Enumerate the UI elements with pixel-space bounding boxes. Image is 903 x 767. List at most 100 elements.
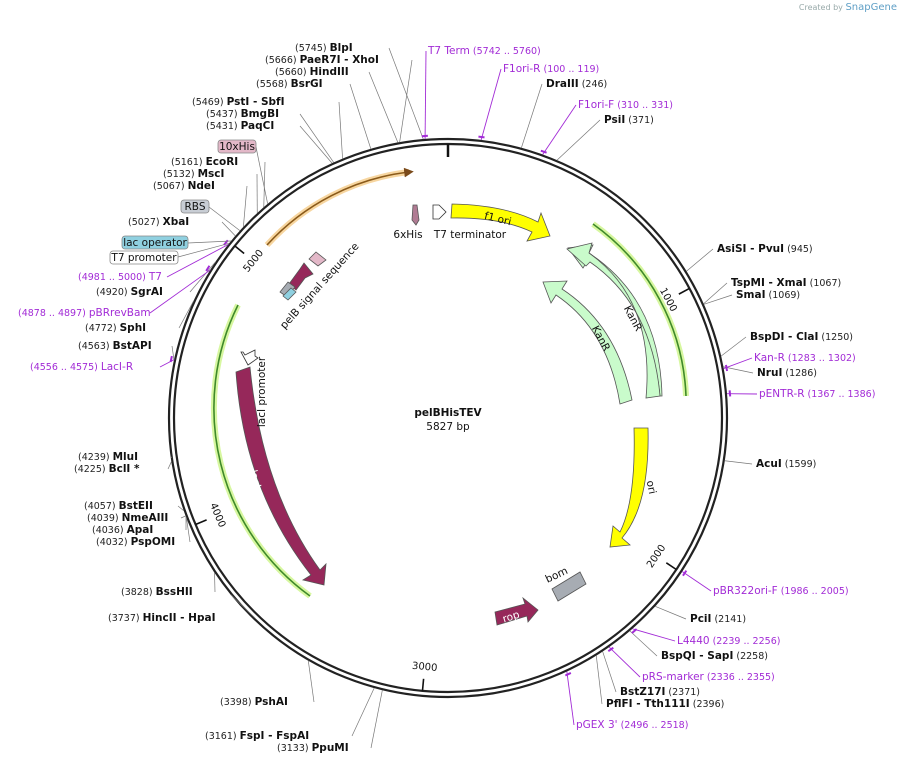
enzyme-site[interactable]: PflFI - Tth111I (2396) [606, 698, 724, 710]
primer-range: (5742 .. 5760) [470, 46, 541, 57]
enzyme-site[interactable]: (4057) BstEII [84, 500, 153, 512]
feature-lac-operator-mark [282, 287, 297, 301]
primer-label[interactable]: F1ori-R (100 .. 119) [503, 63, 599, 75]
box-leader [177, 242, 230, 258]
feature-6xhis[interactable] [411, 204, 420, 226]
primer-range: (310 .. 331) [614, 100, 673, 111]
enzyme-site[interactable]: TspMI - XmaI (1067) [731, 277, 841, 289]
enzyme-name: BstZ17I [620, 686, 665, 698]
primer-range: (4556 .. 4575) [30, 362, 101, 373]
primer-range: (1367 .. 1386) [805, 389, 876, 400]
enzyme-site[interactable]: (4032) PspOMI [96, 536, 175, 548]
enzyme-position: (2258) [733, 651, 768, 662]
primer-name: L4440 [677, 635, 710, 647]
enzyme-leader [299, 113, 334, 163]
primer-label[interactable]: T7 Term (5742 .. 5760) [427, 45, 541, 57]
enzyme-position: (4239) [78, 452, 113, 463]
feature-t7-terminator[interactable] [432, 204, 447, 220]
feature-laci[interactable] [235, 366, 327, 586]
primer-label[interactable]: Kan-R (1283 .. 1302) [754, 352, 856, 364]
enzyme-leader [351, 687, 375, 737]
enzyme-site[interactable]: (5437) BmgBI [206, 108, 279, 120]
enzyme-name: BssHII [156, 586, 193, 598]
enzyme-site[interactable]: (3828) BssHII [121, 586, 193, 598]
enzyme-name: PsiI [604, 114, 625, 126]
enzyme-site[interactable]: (4039) NmeAIII [87, 512, 168, 524]
enzyme-site[interactable]: (5469) PstI - SbfI [192, 96, 285, 108]
enzyme-site[interactable]: (4036) ApaI [92, 524, 153, 536]
enzyme-site[interactable]: BspQI - SapI (2258) [661, 650, 768, 662]
feature-f1-ori[interactable] [450, 203, 551, 242]
enzyme-position: (4563) [78, 341, 113, 352]
enzyme-site[interactable]: (5027) XbaI [128, 216, 189, 228]
enzyme-site[interactable]: (5067) NdeI [153, 180, 215, 192]
primer-label[interactable]: (4556 .. 4575) LacI-R [30, 361, 133, 373]
brand-name: SnapGene [845, 2, 897, 13]
enzyme-leader [349, 83, 372, 149]
primer-label[interactable]: pENTR-R (1367 .. 1386) [759, 388, 875, 400]
enzyme-site[interactable]: DraIII (246) [546, 78, 607, 90]
enzyme-position: (5666) [265, 55, 300, 66]
primer-label[interactable]: F1ori-F (310 .. 331) [578, 99, 673, 111]
enzyme-site[interactable]: PciI (2141) [690, 613, 746, 625]
enzyme-site[interactable]: (3133) PpuMI [277, 742, 349, 754]
enzyme-site[interactable]: (5745) BlpI [295, 42, 353, 54]
primer-leader [166, 244, 229, 278]
enzyme-site[interactable]: (3161) FspI - FspAI [205, 730, 309, 742]
enzyme-site[interactable]: (5660) HindIII [275, 66, 349, 78]
enzyme-position: (5027) [128, 217, 163, 228]
enzyme-site[interactable]: (4772) SphI [85, 322, 146, 334]
enzyme-site[interactable]: (4239) MluI [78, 451, 138, 463]
enzyme-site[interactable]: PsiI (371) [604, 114, 654, 126]
enzyme-leader [221, 221, 236, 237]
enzyme-site[interactable]: (4563) BstAPI [78, 340, 152, 352]
feature-pelb[interactable] [288, 262, 314, 291]
enzyme-name-2: - XmaI [765, 277, 807, 289]
enzyme-site[interactable]: BspDI - ClaI (1250) [750, 331, 853, 343]
enzyme-site[interactable]: (5132) MscI [163, 168, 224, 180]
enzyme-site[interactable]: BstZ17I (2371) [620, 686, 700, 698]
primer-leader [723, 357, 753, 369]
enzyme-leader [167, 461, 172, 470]
enzyme-site[interactable]: NruI (1286) [757, 367, 817, 379]
enzyme-site[interactable]: (5568) BsrGI [256, 78, 323, 90]
box-label-10xhis: 10xHis [219, 141, 255, 153]
enzyme-position: (4057) [84, 501, 119, 512]
enzyme-site[interactable]: (3737) HincII - HpaI [108, 612, 215, 624]
enzyme-position: (5660) [275, 67, 310, 78]
enzyme-name-2: - SapI [696, 650, 734, 662]
backbone-outer [167, 137, 729, 699]
primer-label[interactable]: pBR322ori-F (1986 .. 2005) [713, 585, 849, 597]
primer-label[interactable]: pGEX 3' (2496 .. 2518) [576, 719, 688, 731]
enzyme-site[interactable]: (5161) EcoRI [171, 156, 238, 168]
feature-kanr-inner[interactable] [542, 280, 633, 405]
feature-ori[interactable] [609, 427, 649, 548]
enzyme-leader [370, 690, 383, 749]
enzyme-site[interactable]: (3398) PshAI [220, 696, 288, 708]
primer-label[interactable]: pRS-marker (2336 .. 2355) [642, 671, 775, 683]
feature-bom[interactable] [551, 571, 587, 602]
feature-rop[interactable] [494, 596, 539, 626]
enzyme-leader [171, 345, 175, 361]
enzyme-site[interactable]: AcuI (1599) [756, 458, 816, 470]
primer-label[interactable]: (4981 .. 5000) T7 [78, 271, 162, 283]
enzyme-site[interactable]: (5666) PaeR7I - XhoI [265, 54, 379, 66]
primer-site-mark [631, 628, 638, 634]
enzyme-site[interactable]: (5431) PaqCI [206, 120, 274, 132]
tick-mark [665, 562, 677, 571]
enzyme-site[interactable]: (4225) BclI * [74, 463, 140, 475]
feature-laci-promoter[interactable] [240, 349, 259, 366]
enzyme-name: AsiSI [717, 243, 746, 255]
enzyme-name: HincII [143, 612, 177, 624]
primer-label[interactable]: (4878 .. 4897) pBRrevBam [18, 307, 151, 319]
enzyme-site[interactable]: SmaI (1069) [736, 289, 800, 301]
enzyme-position: (3133) [277, 743, 312, 754]
enzyme-site[interactable]: AsiSI - PvuI (945) [717, 243, 813, 255]
enzyme-name: MscI [198, 168, 225, 180]
primer-label[interactable]: L4440 (2239 .. 2256) [677, 635, 780, 647]
enzyme-position: (5469) [192, 97, 227, 108]
enzyme-site[interactable]: (4920) SgrAI [96, 286, 163, 298]
enzyme-leader [521, 83, 543, 148]
enzyme-position: (5437) [206, 109, 241, 120]
